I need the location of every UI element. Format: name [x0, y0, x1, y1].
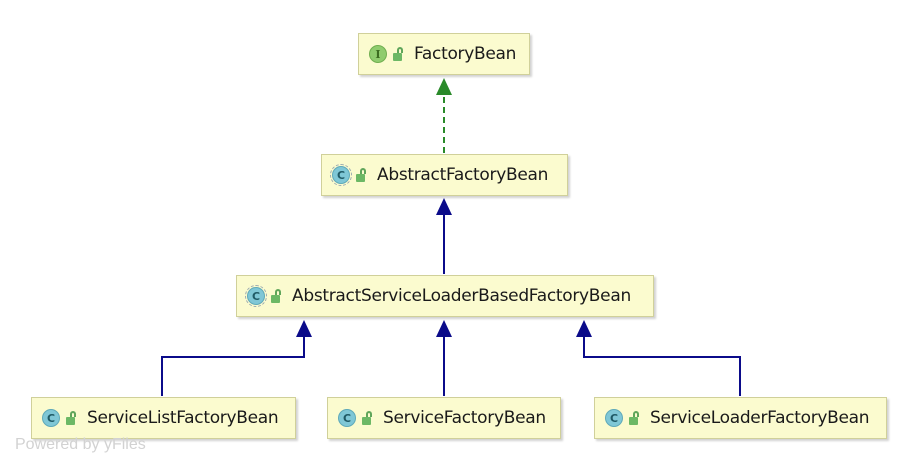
extends-arrowhead [576, 320, 592, 337]
extends-arrowhead [436, 320, 452, 337]
class-icon: C [42, 409, 60, 427]
watermark: Powered by yFiles [15, 436, 146, 453]
public-lock-icon [356, 168, 368, 182]
public-lock-icon [362, 411, 374, 425]
class-icon: C [605, 409, 623, 427]
node-service-factory-bean[interactable]: C ServiceFactoryBean [327, 397, 561, 439]
public-lock-icon [66, 411, 78, 425]
class-icon: C [338, 409, 356, 427]
node-factory-bean[interactable]: I FactoryBean [358, 33, 530, 75]
node-abstract-factory-bean[interactable]: C AbstractFactoryBean [321, 154, 568, 196]
node-label: AbstractServiceLoaderBasedFactoryBean [292, 286, 631, 306]
node-service-loader-factory-bean[interactable]: C ServiceLoaderFactoryBean [594, 397, 887, 439]
node-abstract-service-loader-based-factory-bean[interactable]: C AbstractServiceLoaderBasedFactoryBean [236, 275, 654, 317]
node-label: AbstractFactoryBean [377, 165, 549, 185]
interface-icon: I [369, 45, 387, 63]
implements-arrowhead [436, 78, 452, 95]
extends-edge [583, 336, 741, 396]
node-label: ServiceListFactoryBean [87, 408, 279, 428]
extends-edge [161, 336, 305, 396]
node-service-list-factory-bean[interactable]: C ServiceListFactoryBean [31, 397, 296, 439]
extends-arrowhead [296, 320, 312, 337]
node-label: ServiceLoaderFactoryBean [650, 408, 870, 428]
public-lock-icon [393, 47, 405, 61]
public-lock-icon [629, 411, 641, 425]
abstract-class-icon: C [245, 285, 267, 307]
node-label: FactoryBean [414, 44, 517, 64]
extends-arrowhead [436, 198, 452, 215]
public-lock-icon [271, 289, 283, 303]
node-label: ServiceFactoryBean [383, 408, 546, 428]
abstract-class-icon: C [330, 164, 352, 186]
